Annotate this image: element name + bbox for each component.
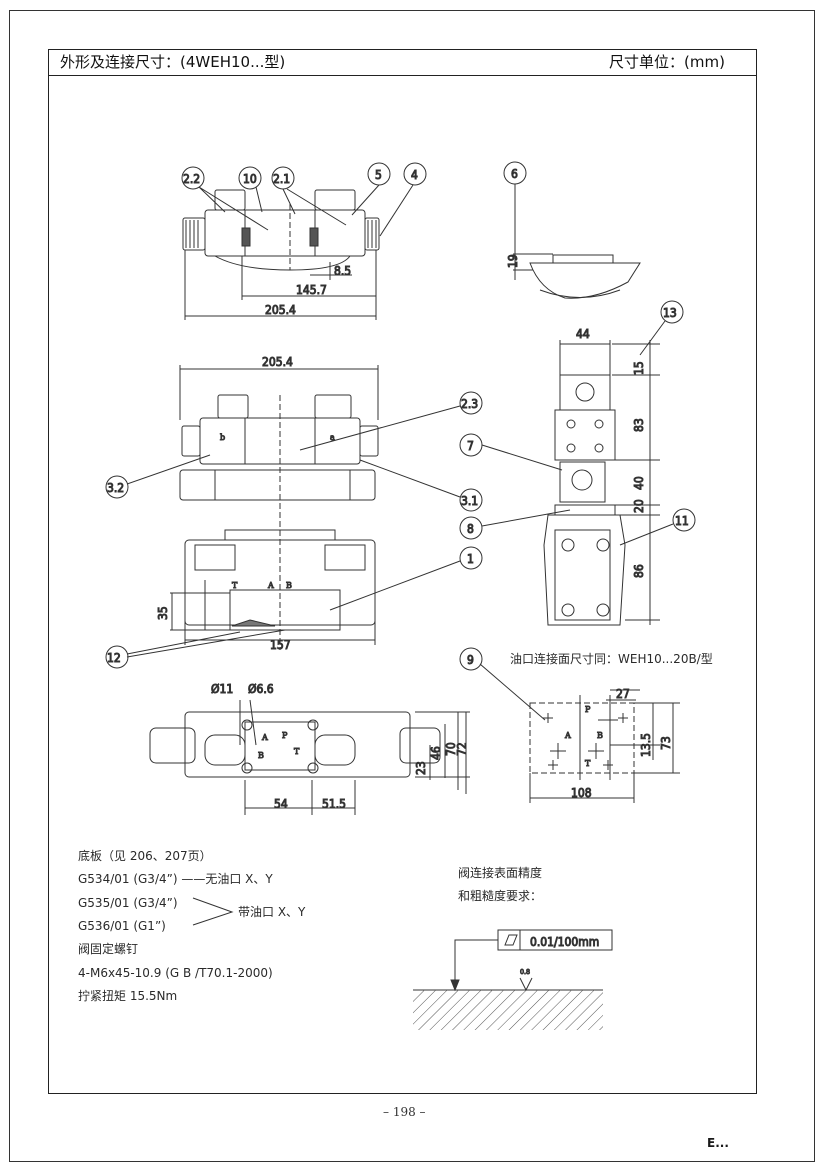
- dim-13-5: 13.5: [639, 733, 653, 757]
- dim-19: 19: [506, 254, 520, 268]
- corner-mark: E...: [707, 1136, 729, 1150]
- dim-35: 35: [156, 606, 170, 620]
- page-number: – 198 –: [383, 1105, 426, 1119]
- side-view-middle: [179, 365, 379, 650]
- base-plate-note: 底板（见 206、207页）: [78, 849, 212, 863]
- callout-2-2-top: 2.2: [183, 172, 200, 186]
- surface-title: 阀连接表面精度: [458, 866, 543, 880]
- torque-note: 拧紧扭矩 15.5Nm: [78, 989, 178, 1003]
- callouts-end: [459, 300, 696, 546]
- face-port-p: P: [585, 705, 591, 714]
- dim-70: 70: [444, 742, 458, 756]
- front-view: [170, 529, 376, 645]
- front-port-a: A: [267, 581, 274, 590]
- flatness-value: 0.01/100mm: [530, 935, 599, 949]
- g534-note: G534/01 (G3/4”) ——无油口 X、Y: [78, 872, 273, 886]
- header-divider: [48, 75, 757, 76]
- face-port-b: B: [597, 731, 603, 740]
- solenoid-b-label: b: [220, 433, 225, 442]
- solenoid-a-label: a: [330, 433, 335, 442]
- brace: [192, 897, 234, 926]
- dim-86: 86: [632, 564, 646, 578]
- page-border: [9, 10, 815, 1162]
- callout-3-2: 3.2: [107, 481, 124, 495]
- port-face-view: [459, 647, 680, 803]
- front-port-b: B: [286, 581, 292, 590]
- callout-6: 6: [511, 167, 518, 181]
- dim-51-5: 51.5: [322, 797, 346, 811]
- drawing-frame: [48, 49, 757, 1094]
- dim-d11: Ø11: [211, 682, 233, 696]
- side-view-top-dimensions: [184, 250, 377, 320]
- callouts-middle: [105, 391, 483, 512]
- detail-view-6: [503, 161, 641, 299]
- dim-145-7: 145.7: [296, 283, 327, 297]
- callouts-top: [181, 162, 427, 237]
- dim-54: 54: [274, 797, 288, 811]
- plan-port-p: P: [282, 731, 288, 740]
- callouts-front: [105, 546, 483, 669]
- dim-205-4-top: 205.4: [265, 303, 296, 317]
- callout-3-1: 3.1: [461, 494, 478, 508]
- dim-108: 108: [571, 786, 592, 800]
- face-port-a: A: [564, 731, 571, 740]
- dim-157: 157: [270, 638, 291, 652]
- plan-port-b: B: [258, 751, 264, 760]
- callout-4: 4: [411, 168, 418, 182]
- callout-9: 9: [467, 653, 474, 667]
- g536-note: G536/01 (G1”): [78, 919, 166, 933]
- end-view: [543, 340, 660, 626]
- dim-205-4-mid: 205.4: [262, 355, 293, 369]
- dim-23: 23: [414, 761, 428, 775]
- dim-40: 40: [632, 476, 646, 490]
- plan-view: [149, 699, 470, 815]
- dim-8-5: 8.5: [334, 264, 351, 278]
- dim-46: 46: [429, 746, 443, 760]
- callout-1: 1: [467, 552, 474, 566]
- callout-11: 11: [675, 514, 689, 528]
- dim-72: 72: [455, 742, 469, 756]
- callout-2-1: 2.1: [273, 172, 290, 186]
- callout-2-3: 2.3: [461, 397, 478, 411]
- surface-title-2: 和粗糙度要求：: [458, 889, 543, 903]
- dim-73: 73: [659, 736, 673, 750]
- screws-title: 阀固定螺钉: [78, 942, 139, 956]
- callout-12: 12: [107, 651, 121, 665]
- dim-20: 20: [632, 499, 646, 513]
- plan-port-a: A: [261, 733, 268, 742]
- callout-13: 13: [663, 306, 677, 320]
- dim-15: 15: [632, 361, 646, 375]
- dim-83: 83: [632, 418, 646, 432]
- roughness-value: 0.8: [520, 968, 530, 976]
- face-port-t: T: [585, 759, 591, 768]
- hatched-surface: [413, 990, 603, 1030]
- plan-port-t: T: [294, 747, 300, 756]
- callout-8: 8: [467, 522, 474, 536]
- unit-label: 尺寸单位：(mm): [609, 53, 725, 71]
- g535-note: G535/01 (G3/4”): [78, 896, 178, 910]
- callout-10: 10: [243, 172, 257, 186]
- dim-27: 27: [616, 687, 630, 701]
- page-title: 外形及连接尺寸：(4WEH10...型): [60, 53, 286, 71]
- with-ports-note: 带油口 X、Y: [238, 905, 306, 919]
- dim-44: 44: [576, 327, 590, 341]
- side-view-top: [182, 189, 380, 271]
- screws-spec: 4-M6x45-10.9 (G B /T70.1-2000): [78, 966, 273, 980]
- front-port-t: T: [232, 581, 238, 590]
- callout-7: 7: [467, 439, 474, 453]
- callout-5: 5: [375, 168, 382, 182]
- port-face-note: 油口连接面尺寸同：WEH10...20B/型: [510, 652, 713, 666]
- dim-d6-6: Ø6.6: [248, 682, 274, 696]
